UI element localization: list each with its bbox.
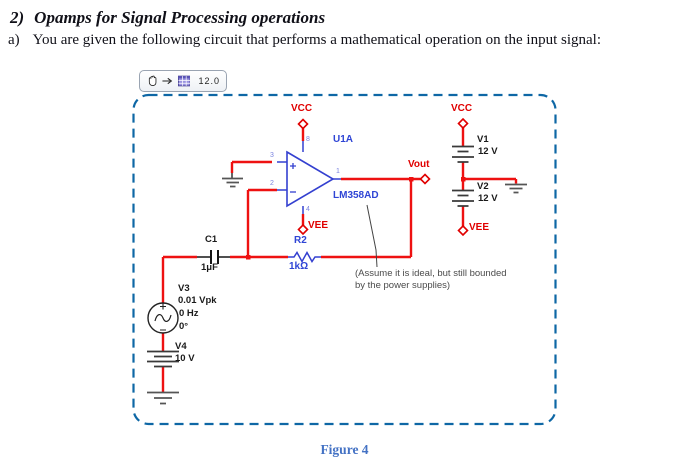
v1-value-label: 12 V: [478, 146, 498, 157]
boundary-dashed-box: [132, 93, 557, 426]
c1-name-label: C1: [205, 234, 218, 245]
section-heading: 2) Opamps for Signal Processing operation…: [10, 8, 325, 28]
junction-dots: [246, 177, 466, 260]
question-a-text: You are given the following circuit that…: [32, 32, 601, 48]
r2-name-label: R2: [294, 235, 307, 246]
v2-name-label: V2: [477, 181, 489, 192]
ac-source-v3: [147, 302, 179, 334]
r2-value-label: 1kΩ: [289, 261, 309, 272]
section-title: Opamps for Signal Processing operations: [34, 8, 326, 27]
power-terminal-icons: [297, 117, 469, 237]
v3-phase-label: 0°: [179, 321, 189, 332]
battery-v2: [452, 189, 474, 207]
zoom-value: 12.0: [198, 76, 220, 86]
vee-right-label: VEE: [469, 222, 490, 233]
vee-right-terminal-icon: [457, 224, 469, 237]
question-a-label: a): [8, 32, 20, 48]
v3-freq-label: 0 Hz: [179, 308, 199, 319]
v4-name-label: V4: [175, 341, 187, 352]
vcc-left-label: VCC: [291, 103, 313, 114]
v3-value-label: 0.01 Vpk: [178, 295, 217, 306]
section-number: 2): [10, 8, 25, 27]
right-arrow-icon: [162, 77, 173, 85]
hand-drag-icon[interactable]: [146, 73, 158, 89]
opamp-input-polarity-icon: [290, 163, 296, 193]
drag-hint-toolbar[interactable]: 12.0: [139, 70, 227, 92]
pin-3-label: 3: [270, 152, 274, 159]
opamp-ref-label: U1A: [333, 134, 354, 145]
ground-icon-right: [505, 183, 527, 194]
vee-mid-label: VEE: [308, 220, 329, 231]
battery-v4: [147, 350, 179, 368]
vcc-right-label: VCC: [451, 103, 473, 114]
callout-line: [366, 204, 378, 268]
ideal-note: (Assume it is ideal, but still bounded b…: [355, 268, 507, 292]
ideal-note-line1: (Assume it is ideal, but still bounded: [355, 268, 507, 279]
ground-icon-left: [222, 173, 243, 188]
question-a: a) You are given the following circuit th…: [8, 32, 601, 49]
vcc-right-terminal-icon: [457, 117, 469, 130]
pin-2-label: 2: [270, 180, 274, 187]
v2-value-label: 12 V: [478, 193, 498, 204]
opamp-pin-stubs: [277, 141, 341, 214]
vout-label: Vout: [408, 159, 430, 170]
capacitor-c1: [197, 250, 230, 264]
wires-red: [161, 128, 518, 392]
v4-value-label: 10 V: [175, 353, 195, 364]
resistor-r2: [288, 250, 321, 264]
opamp-symbol: [286, 150, 335, 208]
pin-4-label: 4: [306, 206, 310, 213]
opamp-part-label: LM358AD: [333, 190, 379, 201]
c1-value-label: 1μF: [201, 262, 218, 273]
v1-name-label: V1: [477, 134, 489, 145]
figure-caption: Figure 4: [320, 442, 369, 457]
worksheet-icon[interactable]: [178, 74, 191, 88]
ground-icon-bottom: [147, 391, 179, 405]
ideal-note-line2: by the power supplies): [355, 280, 451, 291]
vout-terminal-icon: [419, 173, 431, 185]
pin-1-label: 1: [336, 168, 340, 175]
vcc-left-terminal-icon: [297, 118, 309, 130]
battery-v1: [452, 145, 474, 163]
v3-name-label: V3: [178, 283, 190, 294]
pin-8-label: 8: [306, 136, 310, 143]
vee-mid-terminal-icon: [297, 223, 309, 236]
